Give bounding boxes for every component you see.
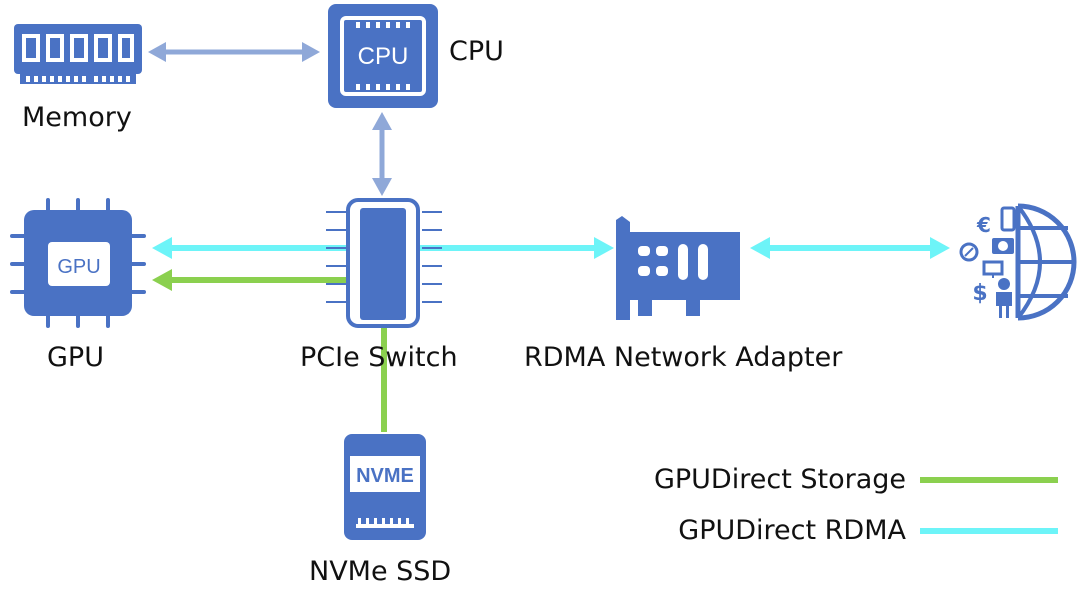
dollar-icon: $ <box>972 281 987 306</box>
compass-icon <box>959 242 979 262</box>
nvme-ssd-label: NVMe SSD <box>309 556 452 587</box>
camera-icon <box>992 238 1014 254</box>
memory-cpu-arrow <box>148 42 320 62</box>
rdma-adapter-label: RDMA Network Adapter <box>524 342 843 373</box>
legend-storage-label: GPUDirect Storage <box>653 464 906 495</box>
gpu-icon: GPU <box>10 198 146 328</box>
legend-rdma-label: GPUDirect RDMA <box>678 515 906 546</box>
cpu-icon: CPU <box>328 4 438 108</box>
pcie-switch-label: PCIe Switch <box>300 342 458 373</box>
internet-globe-icon <box>1015 203 1077 321</box>
cpu-label: CPU <box>449 36 504 67</box>
phone-icon <box>1000 206 1016 232</box>
rdma-path-adapter-internet <box>750 237 950 259</box>
nvme-drive-text: NVME <box>356 465 414 487</box>
monitor-icon <box>982 260 1004 278</box>
person-icon <box>996 278 1012 318</box>
rdma-adapter-icon <box>616 216 740 320</box>
cpu-switch-arrow <box>372 112 392 196</box>
memory-icon <box>14 24 142 84</box>
cpu-chip-text: CPU <box>358 43 409 70</box>
pcie-switch-icon <box>326 198 442 328</box>
gpu-label: GPU <box>47 342 104 373</box>
gpu-chip-text: GPU <box>57 256 100 278</box>
nvme-ssd-icon: NVME <box>344 434 426 540</box>
memory-label: Memory <box>22 102 132 133</box>
euro-icon: € <box>976 213 991 237</box>
